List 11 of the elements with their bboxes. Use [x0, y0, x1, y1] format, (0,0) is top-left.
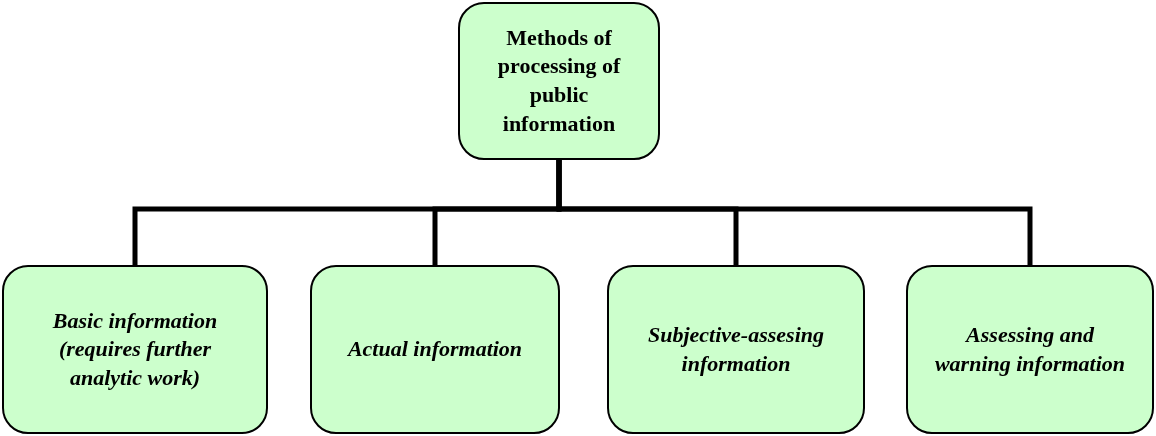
box-label: Assessing and warning information — [933, 320, 1127, 378]
rounded-box — [310, 265, 560, 434]
rounded-box — [458, 2, 660, 160]
rounded-box — [906, 265, 1154, 434]
box-label: Actual information — [347, 335, 523, 364]
box-label: Subjective-assesing information — [647, 320, 825, 378]
connector-line — [556, 160, 1033, 265]
box-label: Methods of processing of public information — [496, 23, 622, 138]
rounded-box — [2, 265, 268, 434]
box-label: Basic information (requires further analytic work) — [51, 306, 219, 392]
rounded-box — [607, 265, 865, 434]
